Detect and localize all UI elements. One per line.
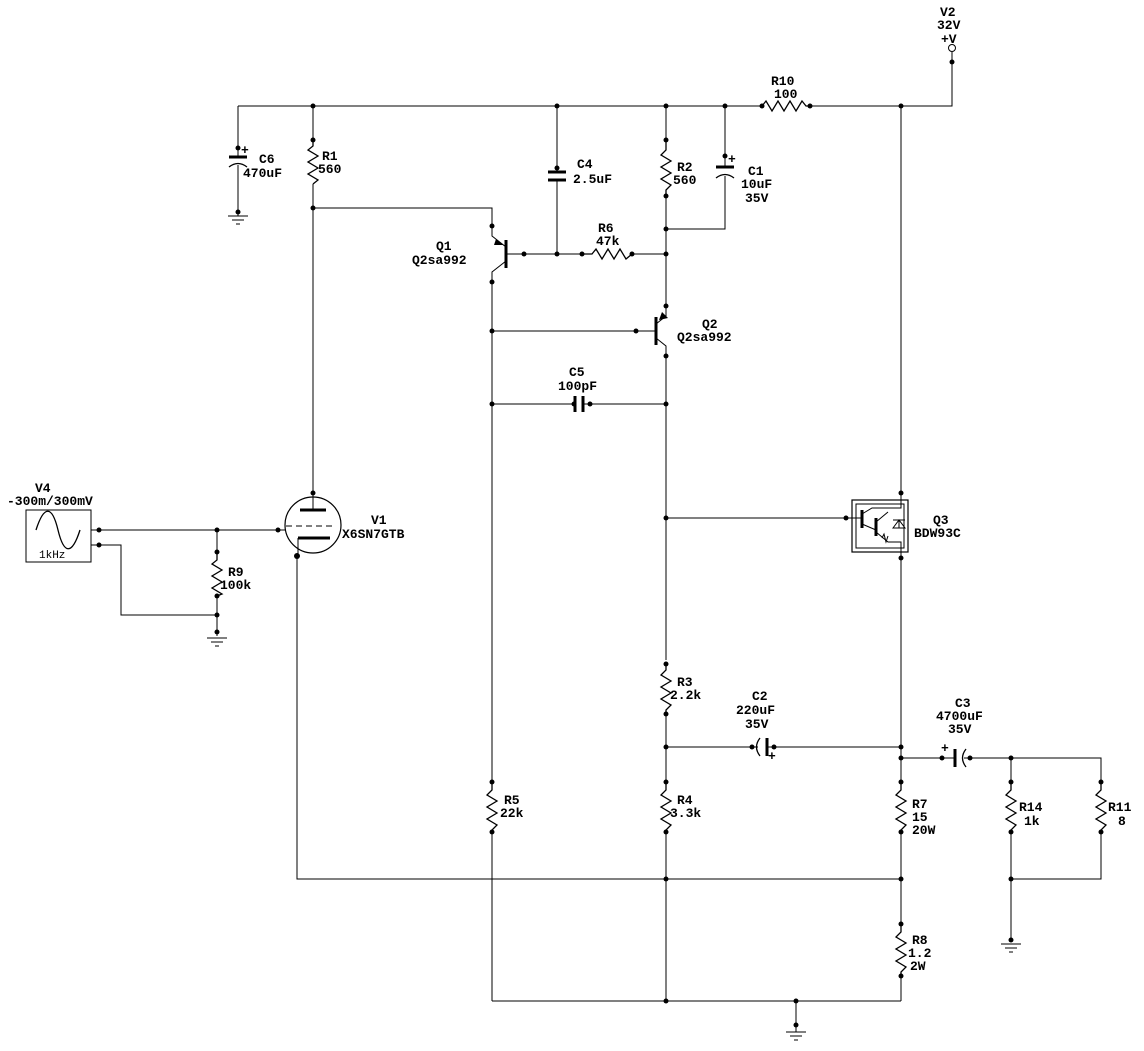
c1-value: 10uF	[741, 177, 772, 192]
c6-value: 470uF	[243, 166, 282, 181]
q3-ref: Q3	[933, 513, 949, 528]
v1-tube: V1 X6SN7GTB	[278, 493, 405, 556]
r5-value: 22k	[500, 806, 524, 821]
c2-value: 220uF	[736, 703, 775, 718]
r6-resistor: R6 47k	[582, 221, 633, 261]
v2-value: 32V	[937, 18, 961, 33]
r11-resistor: R11 8	[1094, 782, 1132, 832]
c5-ref: C5	[569, 365, 585, 380]
r14-ref: R14	[1019, 800, 1043, 815]
r1-value: 560	[318, 162, 342, 177]
r2-ref: R2	[677, 160, 693, 175]
c3-ref: C3	[955, 696, 971, 711]
c1-ref: C1	[748, 164, 764, 179]
r7-ref: R7	[912, 797, 928, 812]
c2-polarity: +	[768, 749, 776, 764]
q3-value: BDW93C	[914, 526, 961, 541]
r8-value: 1.2	[908, 946, 932, 961]
r3-resistor: R3 2.2k	[659, 664, 701, 714]
r9-ref: R9	[228, 565, 244, 580]
r2-value: 560	[673, 173, 697, 188]
c1-rating: 35V	[745, 191, 769, 206]
q2-ref: Q2	[702, 317, 718, 332]
c1-polarity: +	[728, 152, 736, 167]
c3-value: 4700uF	[936, 709, 983, 724]
r7-value: 15	[912, 810, 928, 825]
q2-transistor: Q2 Q2sa992	[642, 306, 732, 356]
c5-value: 100pF	[558, 379, 597, 394]
r10-value: 100	[774, 87, 798, 102]
r4-resistor: R4 3.3k	[659, 782, 701, 832]
c1-capacitor: + C1 10uF 35V	[715, 152, 772, 206]
r1-ref: R1	[322, 149, 338, 164]
r6-value: 47k	[596, 234, 620, 249]
c2-rating: 35V	[745, 717, 769, 732]
c4-capacitor: C4 2.5uF	[548, 157, 612, 187]
r10-resistor: R10 100	[761, 74, 810, 113]
r14-resistor: R14 1k	[1004, 782, 1043, 832]
r8-ref: R8	[912, 933, 928, 948]
r4-ref: R4	[677, 793, 693, 808]
v4-ref: V4	[35, 481, 51, 496]
q1-transistor: Q1 Q2sa992	[412, 226, 508, 282]
r5-ref: R5	[504, 793, 520, 808]
c6-ref: C6	[259, 152, 275, 167]
r2-resistor: R2 560	[659, 140, 697, 196]
ground-symbols	[207, 212, 1021, 1041]
v4-source: 1kHz V4 -300m/300mV	[7, 481, 93, 563]
c3-rating: 35V	[948, 722, 972, 737]
r10-ref: R10	[771, 74, 795, 89]
c4-ref: C4	[577, 157, 593, 172]
v2-supply: V2 32V +V	[937, 5, 961, 62]
c2-ref: C2	[752, 689, 768, 704]
r11-value: 8	[1118, 814, 1126, 829]
v1-value: X6SN7GTB	[342, 527, 405, 542]
r14-value: 1k	[1024, 814, 1040, 829]
r4-value: 3.3k	[670, 806, 701, 821]
q3-transistor: Q3 BDW93C	[846, 499, 961, 553]
q2-value: Q2sa992	[677, 330, 732, 345]
r7-resistor: R7 15 20W	[894, 782, 936, 838]
q1-ref: Q1	[436, 239, 452, 254]
c6-capacitor: + C6 470uF	[228, 143, 282, 181]
r8-resistor: R8 1.2 2W	[894, 924, 932, 976]
r8-rating: 2W	[910, 959, 926, 974]
r7-rating: 20W	[912, 823, 936, 838]
v2-ref: V2	[940, 5, 956, 20]
r11-ref: R11	[1108, 800, 1132, 815]
c6-polarity: +	[241, 143, 249, 158]
r5-resistor: R5 22k	[485, 782, 524, 832]
r6-ref: R6	[598, 221, 614, 236]
v4-value: -300m/300mV	[7, 494, 93, 509]
c2-capacitor: + C2 220uF 35V	[736, 689, 776, 764]
r3-value: 2.2k	[670, 688, 701, 703]
c4-value: 2.5uF	[573, 172, 612, 187]
v1-ref: V1	[371, 513, 387, 528]
r9-resistor: R9 100k	[210, 552, 251, 597]
c5-capacitor: C5 100pF	[558, 365, 597, 412]
v2-terminal: +V	[941, 32, 957, 47]
r3-ref: R3	[677, 675, 693, 690]
wires	[91, 62, 1102, 1028]
r1-resistor: R1 560	[306, 140, 342, 185]
c3-capacitor: + C3 4700uF 35V	[936, 696, 983, 768]
r9-value: 100k	[220, 578, 251, 593]
v4-freq: 1kHz	[39, 550, 65, 562]
c3-polarity: +	[941, 741, 949, 756]
junction-dots	[96, 59, 1104, 1028]
q1-value: Q2sa992	[412, 253, 467, 268]
